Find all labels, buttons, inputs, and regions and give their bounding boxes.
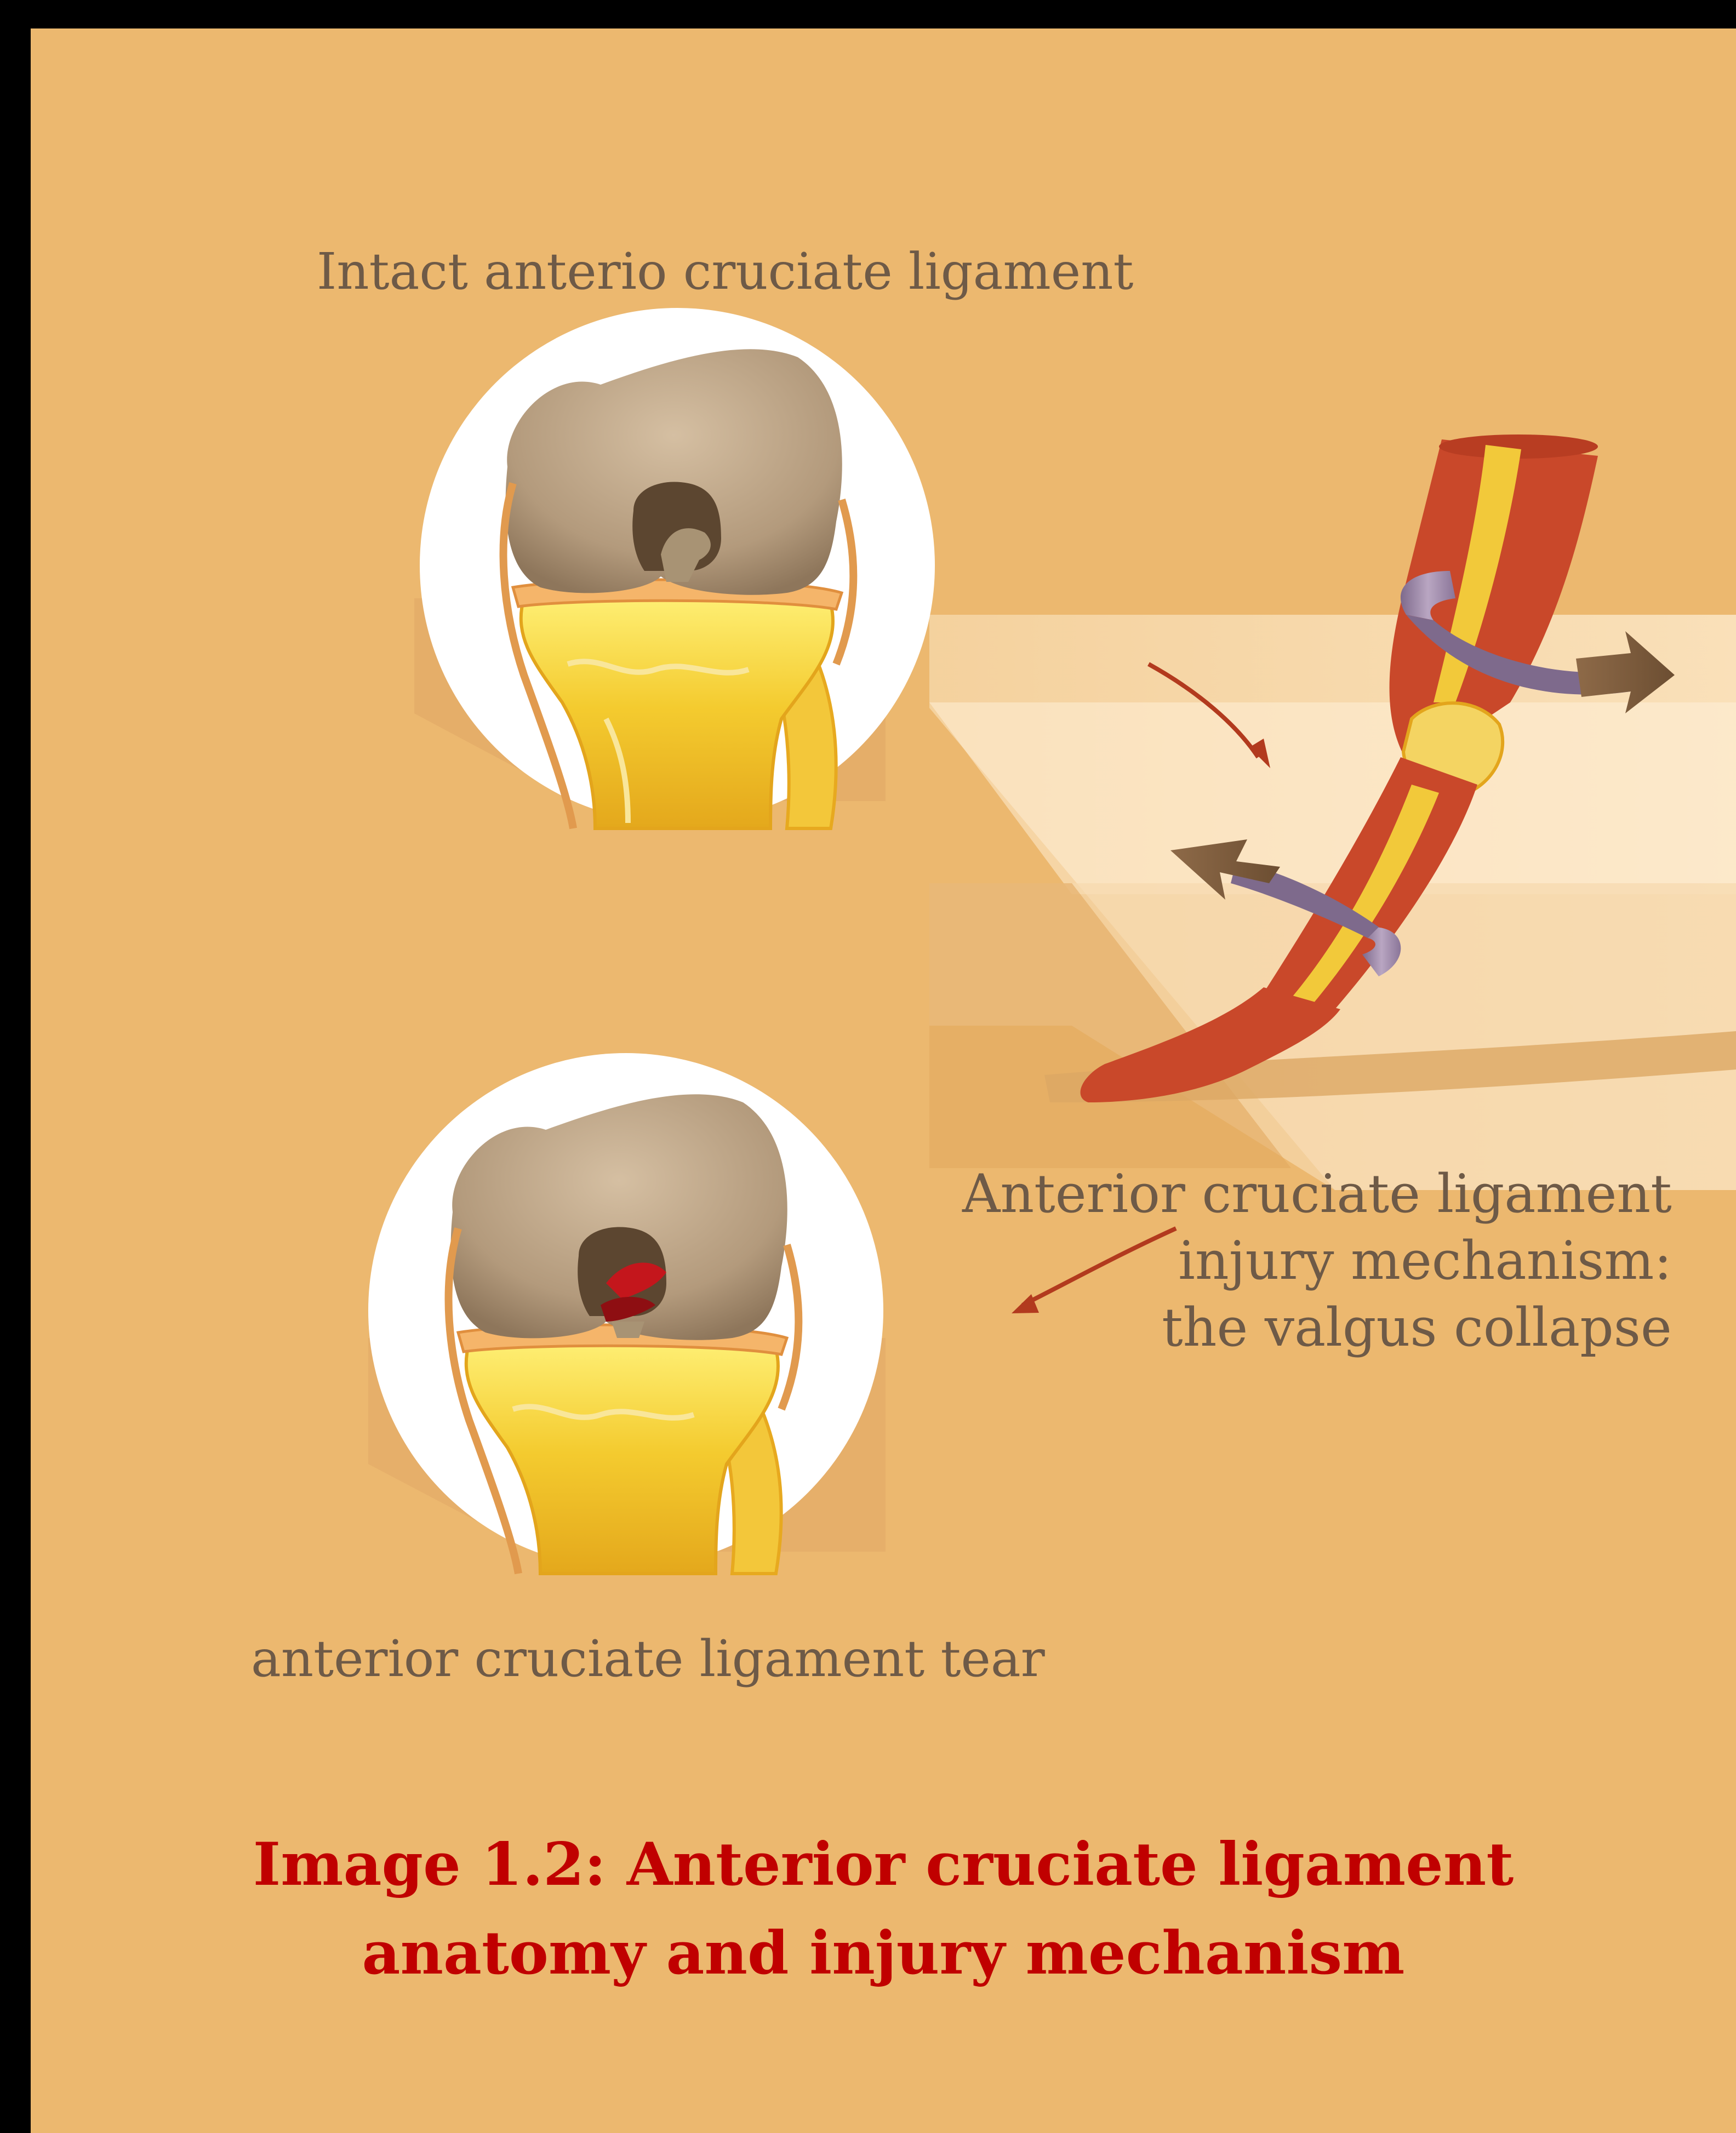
intact-acl-label: Intact anterio cruciate ligament [317, 247, 1133, 297]
figure-caption: Image 1.2: Anterior cruciate ligament an… [31, 1820, 1736, 1998]
caption-line-2: anatomy and injury mechanism [31, 1909, 1736, 1998]
figure-frame: Intact anterio cruciate ligament Anterio… [31, 28, 1736, 2133]
acl-illustration [31, 28, 1736, 2133]
knee-joint-intact-illustration [414, 308, 935, 828]
injury-mechanism-line-3: the valgus collapse [962, 1294, 1672, 1361]
injury-mechanism-line-2: injury mechanism: [962, 1227, 1672, 1294]
injury-mechanism-label: Anterior cruciate ligament injury mechan… [962, 1160, 1672, 1361]
knee-joint-tear-illustration [368, 1053, 886, 1574]
injury-mechanism-line-1: Anterior cruciate ligament [962, 1160, 1672, 1227]
acl-tear-label: anterior cruciate ligament tear [251, 1634, 1045, 1684]
caption-line-1: Image 1.2: Anterior cruciate ligament [31, 1820, 1736, 1909]
